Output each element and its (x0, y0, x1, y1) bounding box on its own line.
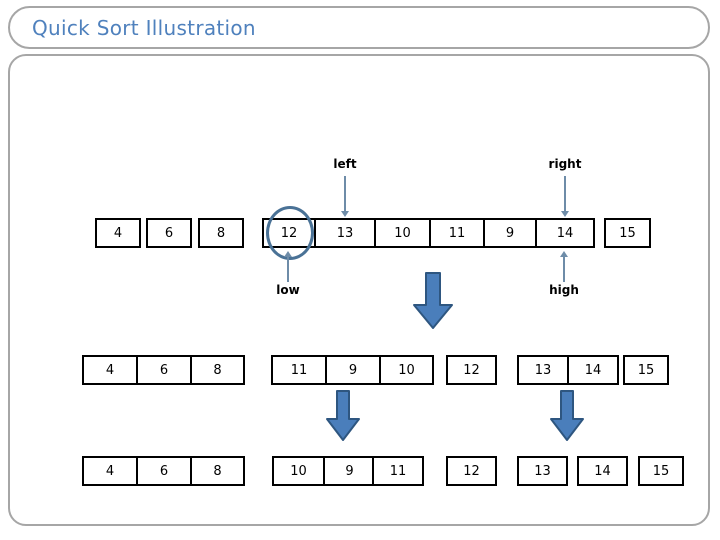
pointer-arrowhead-left-icon (341, 211, 349, 217)
array-cell[interactable]: 9 (324, 456, 376, 486)
pointer-line-right (564, 176, 566, 212)
array-cell[interactable]: 6 (137, 456, 191, 486)
pointer-label-high: high (549, 283, 579, 297)
down-arrow-icon (325, 390, 361, 442)
pointer-line-left (344, 176, 346, 212)
array-cell[interactable]: 8 (198, 218, 244, 248)
pointer-arrowhead-right-icon (561, 211, 569, 217)
down-arrow-icon (549, 390, 585, 442)
array-cell[interactable]: 15 (623, 355, 669, 385)
content-card (8, 54, 710, 526)
pointer-arrowhead-high-icon (560, 251, 568, 257)
array-cell[interactable]: 13 (517, 355, 568, 385)
array-cell[interactable]: 9 (484, 218, 536, 248)
page-title: Quick Sort Illustration (32, 16, 256, 40)
array-cell[interactable]: 14 (577, 456, 628, 486)
array-cell[interactable]: 14 (568, 355, 619, 385)
array-cell[interactable]: 6 (137, 355, 191, 385)
array-cell[interactable]: 10 (375, 218, 430, 248)
array-cell[interactable]: 8 (191, 355, 245, 385)
array-cell[interactable]: 4 (95, 218, 141, 248)
array-cell[interactable]: 13 (315, 218, 375, 248)
array-cell[interactable]: 9 (326, 355, 380, 385)
array-cell[interactable]: 10 (380, 355, 434, 385)
array-cell[interactable]: 6 (146, 218, 192, 248)
pointer-label-low: low (276, 283, 300, 297)
array-cell-pivot[interactable]: 12 (446, 456, 497, 486)
array-cell[interactable]: 15 (604, 218, 651, 248)
array-cell[interactable]: 11 (372, 456, 424, 486)
pointer-label-right: right (548, 157, 582, 171)
array-cell[interactable]: 4 (82, 355, 137, 385)
array-cell[interactable]: 14 (536, 218, 595, 248)
pointer-line-high (563, 256, 565, 282)
array-cell-pivot[interactable]: 12 (446, 355, 497, 385)
array-cell[interactable]: 11 (430, 218, 484, 248)
pointer-arrowhead-low-icon (284, 251, 292, 257)
array-cell[interactable]: 13 (517, 456, 568, 486)
array-cell[interactable]: 4 (82, 456, 137, 486)
down-arrow-icon (412, 272, 454, 330)
array-cell[interactable]: 11 (271, 355, 326, 385)
pointer-label-left: left (333, 157, 357, 171)
pivot-highlight-ellipse (266, 206, 314, 260)
title-bar: Quick Sort Illustration (8, 6, 710, 49)
array-cell[interactable]: 8 (191, 456, 245, 486)
array-cell[interactable]: 10 (272, 456, 324, 486)
pointer-line-low (287, 256, 289, 282)
array-cell[interactable]: 15 (638, 456, 684, 486)
